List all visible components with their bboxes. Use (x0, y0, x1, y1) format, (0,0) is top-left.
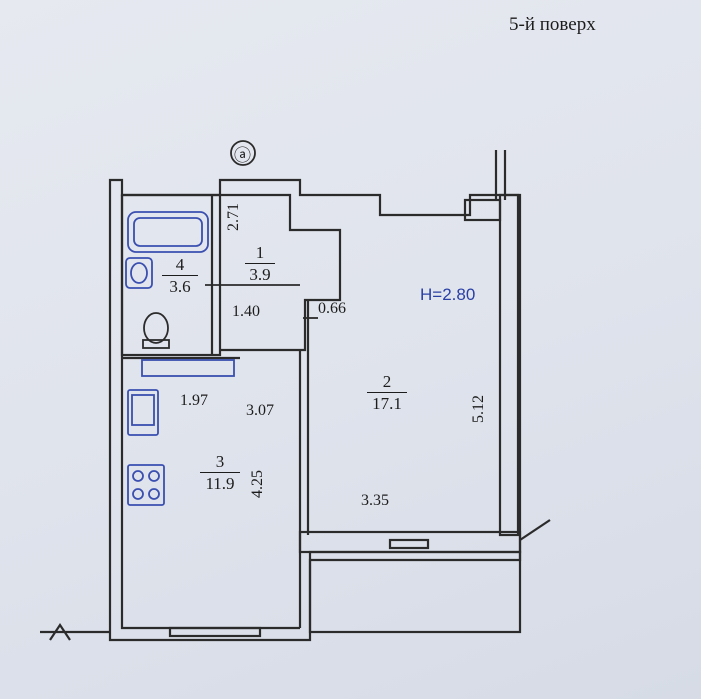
room-3-label: 3 11.9 (200, 452, 240, 494)
room-4-label: 4 3.6 (162, 255, 198, 297)
ceiling-height: H=2.80 (420, 285, 476, 304)
bathtub-inner (133, 217, 203, 247)
balcony-door (388, 538, 430, 550)
axis-line-right (519, 519, 551, 541)
axis-circle (230, 140, 256, 166)
room-3-number: 3 (215, 452, 225, 471)
sink-kitchen-bowl (131, 394, 155, 426)
axis-line-top (494, 150, 507, 200)
dimension-2-71: 2.71 (225, 203, 242, 231)
room-2-number: 2 (382, 372, 392, 391)
axis-line-left (40, 623, 110, 641)
dimension-5-12: 5.12 (470, 395, 487, 423)
burner (148, 488, 160, 500)
dimension-4-25: 4.25 (249, 470, 266, 498)
toilet-tank (142, 339, 170, 349)
room-1-area: 3.9 (245, 263, 275, 285)
sink (125, 257, 153, 289)
room-1-label: 1 3.9 (245, 243, 275, 285)
dimension-3-07: 3.07 (246, 402, 274, 419)
burner (132, 488, 144, 500)
right-wall (498, 193, 520, 537)
bathtub (127, 211, 209, 253)
heater (141, 359, 235, 377)
floor-label: 5-й поверх (509, 14, 596, 35)
outer-wall (108, 178, 522, 642)
sink-bowl (130, 262, 148, 284)
sink-kitchen (127, 389, 159, 436)
room-2-area: 17.1 (367, 392, 407, 414)
dimension-1-40: 1.40 (232, 303, 260, 320)
bottom-window (168, 626, 262, 638)
toilet (143, 312, 169, 344)
burner (148, 470, 160, 482)
dimension-0-66: 0.66 (318, 300, 346, 317)
corridor-wall (220, 193, 342, 352)
bathroom-wall (120, 193, 222, 357)
burner (132, 470, 144, 482)
room-4-number: 4 (175, 255, 185, 274)
room-1-number: 1 (255, 243, 265, 262)
room-3-area: 11.9 (200, 472, 240, 494)
room-4-area: 3.6 (162, 275, 198, 297)
axis-marker: ⓐ (234, 146, 251, 165)
dimension-3-35: 3.35 (361, 492, 389, 509)
window-top (463, 198, 502, 222)
stove (127, 464, 165, 506)
dimension-1-97: 1.97 (180, 392, 208, 409)
room-2-label: 2 17.1 (367, 372, 407, 414)
balcony (308, 550, 522, 634)
